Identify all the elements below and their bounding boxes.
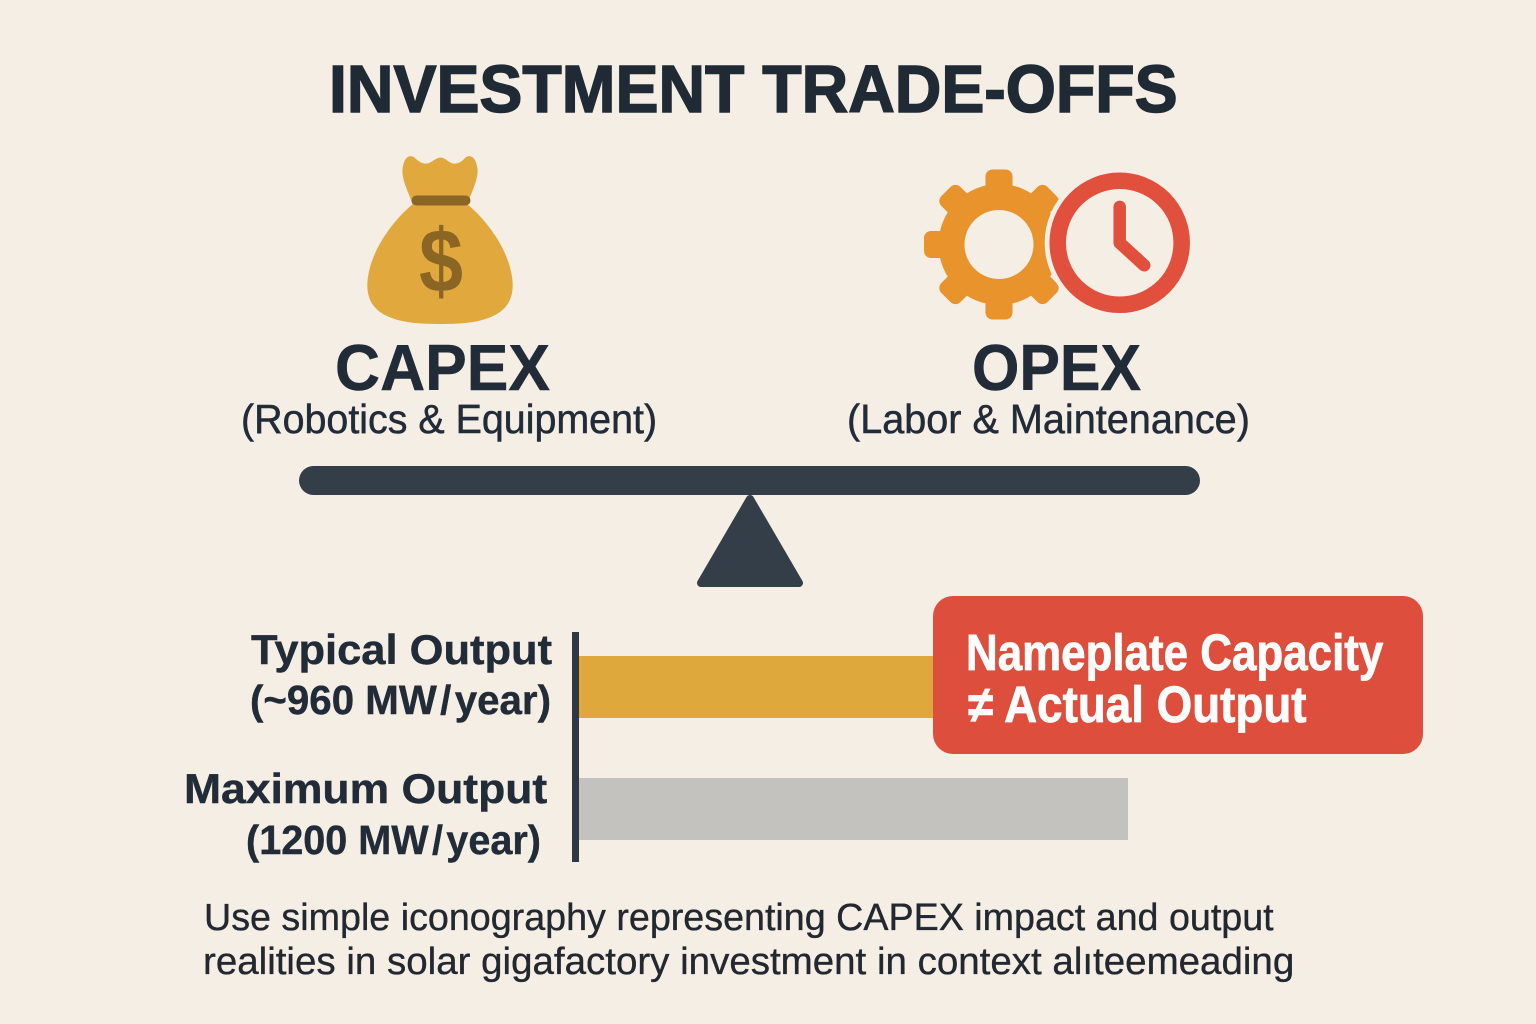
svg-text:$: $ <box>419 210 463 311</box>
